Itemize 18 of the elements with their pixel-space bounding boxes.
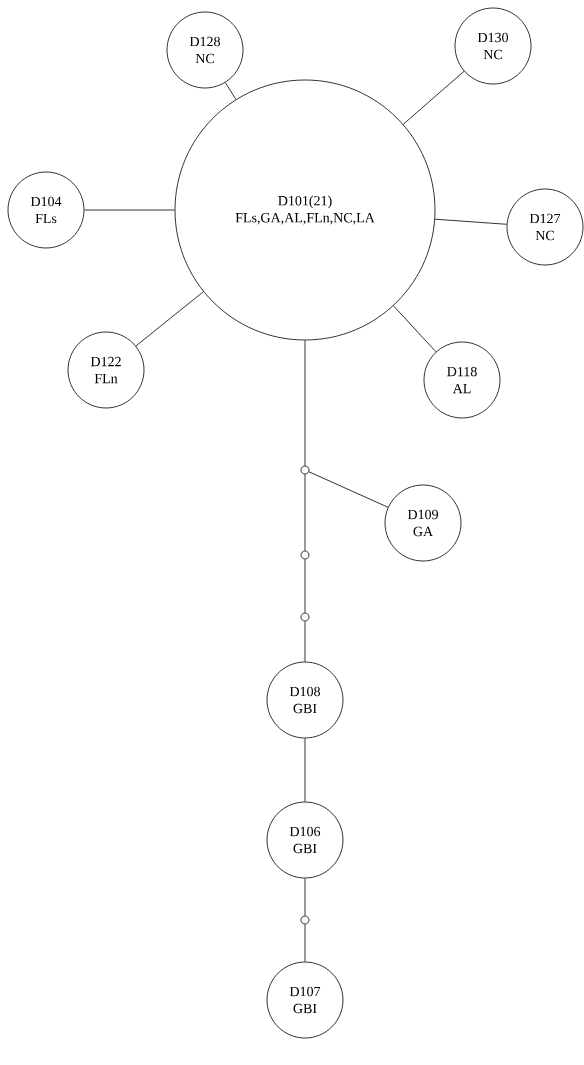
connector-line [304,621,306,662]
connector-line [135,291,204,347]
connector-line [402,70,465,125]
connector-line [304,738,306,802]
connector-line [224,82,237,100]
connector-line [304,340,306,466]
median-vertex [300,612,310,622]
median-vertex [300,550,310,560]
connector-line [304,878,306,916]
connector-line [84,209,175,211]
connector-line [304,559,306,613]
connector-line [304,474,306,551]
connector-line [304,924,306,962]
median-vertex [300,465,310,475]
median-vertex [300,915,310,925]
connector-line [434,218,508,225]
connector-line [308,471,389,508]
connector-line [393,305,437,353]
